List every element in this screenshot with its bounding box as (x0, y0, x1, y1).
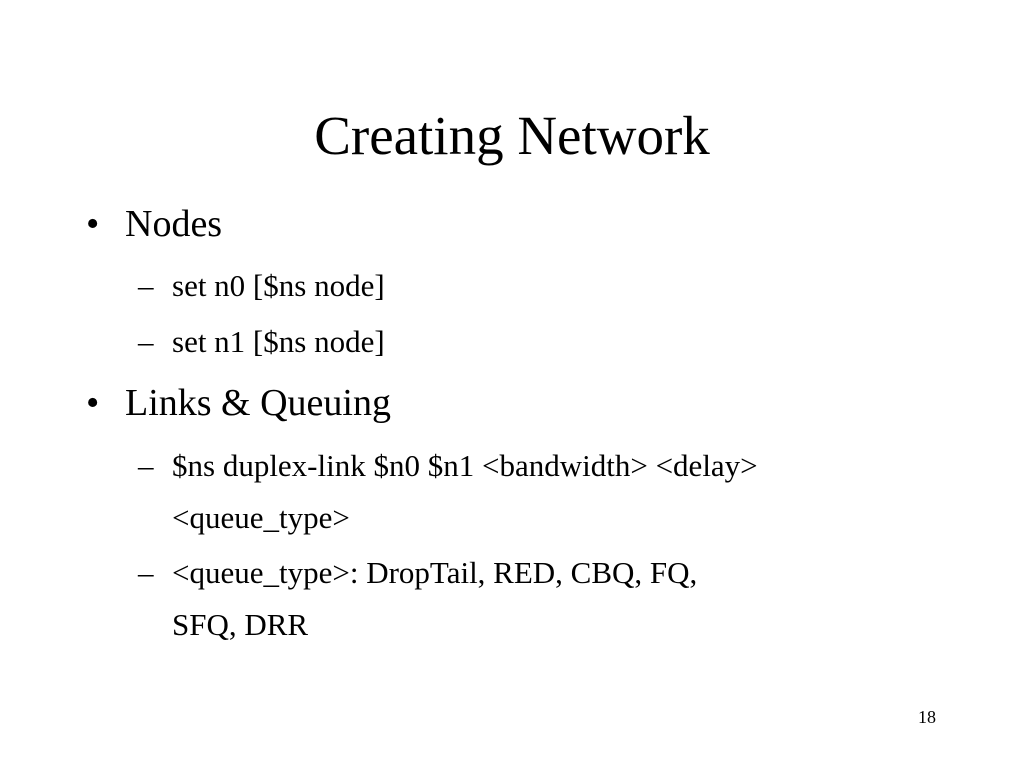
sub-bullet-text: $ns duplex-link $n0 $n1 <bandwidth> <del… (172, 448, 758, 535)
sub-bullet-text: <queue_type>: DropTail, RED, CBQ, FQ, SF… (172, 555, 698, 642)
page-number: 18 (918, 707, 936, 727)
dash-marker: – (138, 268, 154, 303)
slide-title: Creating Network (314, 105, 710, 166)
dash-marker: – (138, 555, 154, 590)
dash-marker: – (138, 324, 154, 359)
dash-marker: – (138, 448, 154, 483)
bullet-text: Nodes (125, 203, 223, 245)
bullet-marker: • (86, 382, 100, 424)
sub-bullet-text: set n1 [$ns node] (172, 324, 385, 359)
bullet-marker: • (86, 203, 100, 245)
bullet-text: Links & Queuing (125, 382, 391, 424)
sub-bullet-text: set n0 [$ns node] (172, 268, 385, 303)
